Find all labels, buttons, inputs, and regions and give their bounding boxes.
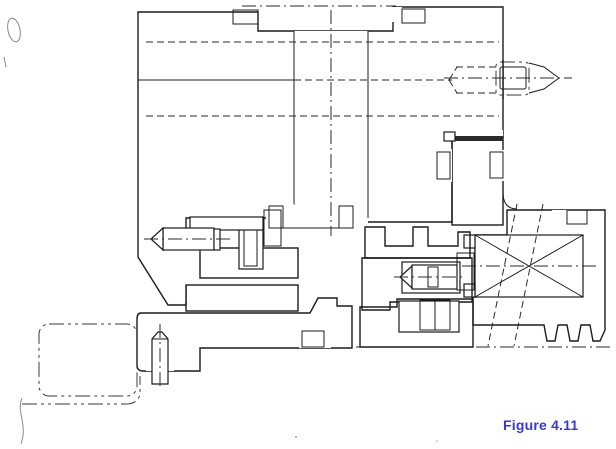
clamp-bolt xyxy=(444,60,572,99)
shim-plate xyxy=(450,136,503,141)
central-slot xyxy=(266,10,369,236)
right-seal-key xyxy=(566,209,588,225)
right-serrated-section xyxy=(462,203,606,347)
scan-artifacts xyxy=(3,17,438,445)
sleeve-seal-right xyxy=(489,151,504,179)
sleeve-section xyxy=(434,130,518,226)
hidden-taper-lines xyxy=(487,203,544,347)
slot-seal-key-right xyxy=(338,205,354,229)
left-crosshatch-block xyxy=(185,284,299,312)
pin-boss xyxy=(189,216,264,231)
center-crosshatch-block xyxy=(361,252,475,311)
phantom-outline-part xyxy=(22,323,141,405)
top-seal-key-right xyxy=(401,8,426,24)
figure-caption: Figure 4.11 xyxy=(503,417,579,433)
pusher-strip xyxy=(456,252,475,291)
horizontal-dowel-pin xyxy=(144,226,230,252)
left-internals xyxy=(144,209,299,312)
lower-middle-section xyxy=(359,298,474,348)
sleeve-seal-left xyxy=(436,151,451,180)
base-plate-section xyxy=(136,297,353,390)
vertical-locating-pin xyxy=(151,324,169,390)
castellated-nut xyxy=(364,226,471,259)
top-seal-key-left xyxy=(232,9,259,25)
base-seal-key xyxy=(301,330,325,348)
slot-seal-key-left xyxy=(268,205,284,229)
draw-bar-square-section xyxy=(462,234,596,298)
